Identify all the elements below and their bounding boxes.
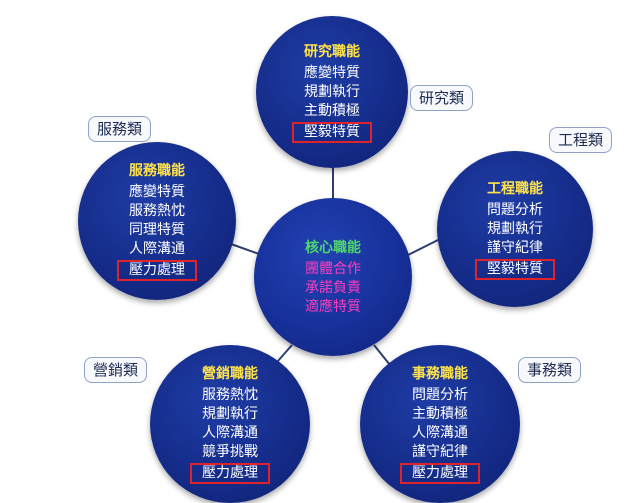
marketing-circle: 營銷職能 服務熱忱 規劃執行 人際溝通 競爭挑戰 壓力處理 [150, 345, 310, 503]
marketing-item: 規劃執行 [202, 406, 258, 422]
research-item: 主動積極 [304, 102, 360, 119]
affairs-label: 事務類 [518, 357, 582, 383]
core-item: 適應特質 [305, 298, 361, 315]
research-item-highlighted: 堅毅特質 [292, 121, 372, 143]
service-item: 服務熱忱 [129, 203, 185, 219]
engineering-label: 工程類 [549, 127, 613, 153]
engineering-item-highlighted: 堅毅特質 [475, 258, 555, 280]
affairs-item: 問題分析 [412, 387, 468, 403]
marketing-item: 服務熱忱 [202, 387, 258, 403]
research-circle: 研究職能 應變特質 規劃執行 主動積極 堅毅特質 [256, 16, 408, 168]
affairs-circle: 事務職能 問題分析 主動積極 人際溝通 謹守紀律 壓力處理 [360, 345, 520, 503]
core-item: 承諾負責 [305, 279, 361, 296]
service-title: 服務職能 [129, 163, 185, 179]
engineering-item: 問題分析 [487, 201, 543, 218]
engineering-title: 工程職能 [487, 180, 543, 197]
research-title: 研究職能 [304, 43, 360, 60]
service-label: 服務類 [88, 116, 152, 142]
service-item: 人際溝通 [129, 241, 185, 257]
affairs-title: 事務職能 [412, 366, 468, 382]
research-label: 研究類 [410, 85, 474, 111]
core-circle: 核心職能 團體合作 承諾負責 適應特質 [254, 198, 412, 356]
engineering-item: 謹守紀律 [487, 239, 543, 256]
core-item: 團體合作 [305, 260, 361, 277]
engineering-circle: 工程職能 問題分析 規劃執行 謹守紀律 堅毅特質 [437, 151, 593, 307]
marketing-label: 營銷類 [84, 357, 148, 383]
service-item-highlighted: 壓力處理 [117, 260, 197, 281]
research-item: 應變特質 [304, 64, 360, 81]
service-item: 應變特質 [129, 184, 185, 200]
affairs-item: 謹守紀律 [412, 444, 468, 460]
service-item: 同理特質 [129, 222, 185, 238]
affairs-item: 人際溝通 [412, 425, 468, 441]
marketing-item: 競爭挑戰 [202, 444, 258, 460]
marketing-item-highlighted: 壓力處理 [190, 463, 270, 484]
marketing-title: 營銷職能 [202, 366, 258, 382]
service-circle: 服務職能 應變特質 服務熱忱 同理特質 人際溝通 壓力處理 [78, 142, 236, 300]
marketing-item: 人際溝通 [202, 425, 258, 441]
engineering-item: 規劃執行 [487, 220, 543, 237]
research-item: 規劃執行 [304, 83, 360, 100]
affairs-item: 主動積極 [412, 406, 468, 422]
core-title: 核心職能 [305, 239, 361, 256]
affairs-item-highlighted: 壓力處理 [400, 463, 480, 484]
